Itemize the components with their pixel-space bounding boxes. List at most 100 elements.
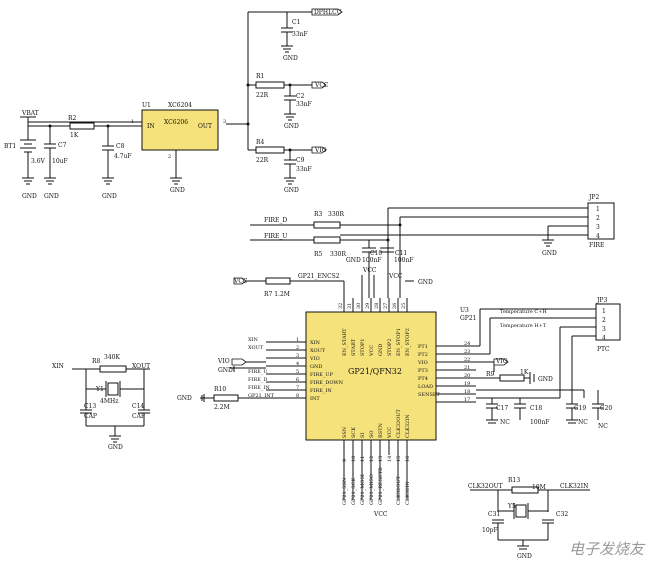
pin-label: PT4 [418, 376, 428, 382]
pin-label: LOAD [418, 384, 433, 390]
pin-label: INT [310, 396, 320, 402]
net-label: GP21_MISO [369, 474, 375, 505]
pin-number: 3 [296, 353, 299, 359]
pin-number: 11 [360, 456, 366, 462]
pin-label: FIRE_DOWN [310, 380, 344, 386]
pin-label: XIN [310, 340, 321, 346]
crystal-32k: CLK32OUT CLK32IN R13 10M Y5 C31 10pF C32… [468, 477, 590, 560]
pin-label: STOP1 [360, 339, 366, 356]
pin-number: 24 [464, 341, 470, 347]
svg-text:JP2: JP2 [588, 194, 599, 201]
pin-number: 19 [464, 381, 470, 387]
svg-text:OUT: OUT [198, 123, 212, 130]
pin-label: PT2 [418, 352, 428, 358]
capacitor-c7: C7 10uF GND [44, 126, 68, 200]
svg-text:1: 1 [596, 206, 600, 213]
pin-number: 12 [369, 456, 375, 462]
svg-text:R3: R3 [314, 211, 323, 218]
net-label: GP21_SSN [342, 477, 348, 505]
net-label: GP21_SCK [351, 478, 357, 505]
net-label: FIRE_U [248, 369, 268, 375]
svg-text:GND: GND [346, 257, 361, 264]
pin-label: STOP2 [387, 339, 393, 356]
net-label: CLK32OUT [396, 475, 402, 505]
svg-text:U3: U3 [460, 307, 469, 314]
pin-number: 5 [296, 369, 299, 375]
pin-label: START [351, 338, 357, 356]
svg-text:2: 2 [168, 154, 171, 160]
pin-label: VCC [387, 427, 393, 439]
svg-text:C13: C13 [84, 403, 96, 410]
svg-text:PTC: PTC [597, 346, 610, 353]
regulator-u1: U1 XC6204 XC6206 IN OUT 1 3 2 GND [131, 102, 226, 194]
pin-label: SO [369, 430, 375, 438]
svg-text:BT1: BT1 [4, 143, 16, 150]
svg-text:C32: C32 [556, 511, 568, 518]
svg-text:IN: IN [147, 123, 155, 130]
svg-text:22R: 22R [256, 157, 269, 164]
pin-number: 17 [464, 397, 470, 403]
pin-label: CLK32OUT [396, 408, 402, 438]
svg-text:2.2M: 2.2M [214, 404, 230, 411]
svg-text:C9: C9 [296, 157, 305, 164]
pin-label: EN_STOP1 [396, 328, 402, 356]
net-label: FIRE_D [248, 377, 267, 383]
svg-text:C2: C2 [296, 93, 305, 100]
svg-text:100nF: 100nF [530, 419, 549, 426]
net-label: XOUT [248, 345, 264, 351]
svg-text:VCC: VCC [373, 511, 388, 518]
pin-label: XOUT [310, 348, 326, 354]
svg-text:NC: NC [578, 419, 588, 426]
svg-text:GND: GND [284, 123, 299, 130]
capacitor-c8: C8 4.7uF GND [102, 126, 132, 200]
pin-number: 31 [347, 303, 353, 309]
net-label: GP21_INT [248, 393, 275, 399]
svg-text:C1: C1 [292, 19, 300, 26]
svg-text:2: 2 [602, 317, 606, 324]
net-label: FIRE_IN [248, 385, 270, 391]
pin-number: 21 [464, 365, 470, 371]
net-dphl: DPHLCU [311, 8, 343, 16]
svg-text:GND: GND [538, 376, 553, 383]
pin-label: FIRE_IN [310, 388, 332, 394]
pin-label: GND [378, 344, 384, 356]
pin-number: 6 [296, 377, 299, 383]
pin-label: SCK [351, 427, 357, 438]
pin-number: 30 [356, 303, 362, 309]
svg-text:10pF: 10pF [482, 527, 498, 534]
pin-number: 25 [401, 303, 407, 309]
pin-label: SI [360, 433, 366, 438]
svg-text:CLK32IN: CLK32IN [560, 483, 588, 490]
svg-text:R7 1.2M: R7 1.2M [264, 291, 290, 298]
svg-text:C11: C11 [395, 250, 407, 257]
svg-text:3: 3 [223, 119, 226, 125]
caps-right: C17 NC C18 100nF C19 NC C20 NC [486, 390, 612, 430]
pin-number: 1 [296, 337, 299, 343]
svg-text:100nF: 100nF [362, 257, 381, 264]
svg-text:XOUT: XOUT [132, 363, 150, 370]
svg-text:VCC: VCC [362, 267, 377, 274]
svg-text:NC: NC [500, 419, 510, 426]
svg-text:GND: GND [177, 395, 192, 402]
pin-number: 28 [374, 303, 380, 309]
pin-label: VIO [309, 356, 320, 362]
svg-text:U1: U1 [142, 102, 151, 109]
svg-text:GND: GND [218, 367, 233, 374]
svg-text:C31: C31 [488, 511, 500, 518]
svg-text:R5: R5 [314, 251, 323, 258]
net-label: GP21_RESETB [378, 467, 384, 505]
pin-label: EN_STOP2 [405, 328, 411, 356]
crystal-y1: XIN XOUT R8 340K Y1 4MHz C13 CAP C14 CAP… [52, 354, 150, 451]
svg-text:4MHz: 4MHz [100, 398, 118, 405]
svg-text:R1: R1 [256, 73, 264, 80]
svg-text:330R: 330R [328, 211, 344, 218]
pin-label: PT1 [418, 344, 428, 350]
svg-text:3: 3 [602, 326, 606, 333]
svg-text:GND: GND [102, 193, 117, 200]
svg-text:33nF: 33nF [296, 101, 312, 108]
svg-text:GND: GND [418, 279, 433, 286]
svg-text:FIRE: FIRE [589, 242, 604, 249]
svg-text:10uF: 10uF [52, 158, 68, 165]
pin-number: 8 [296, 393, 299, 399]
